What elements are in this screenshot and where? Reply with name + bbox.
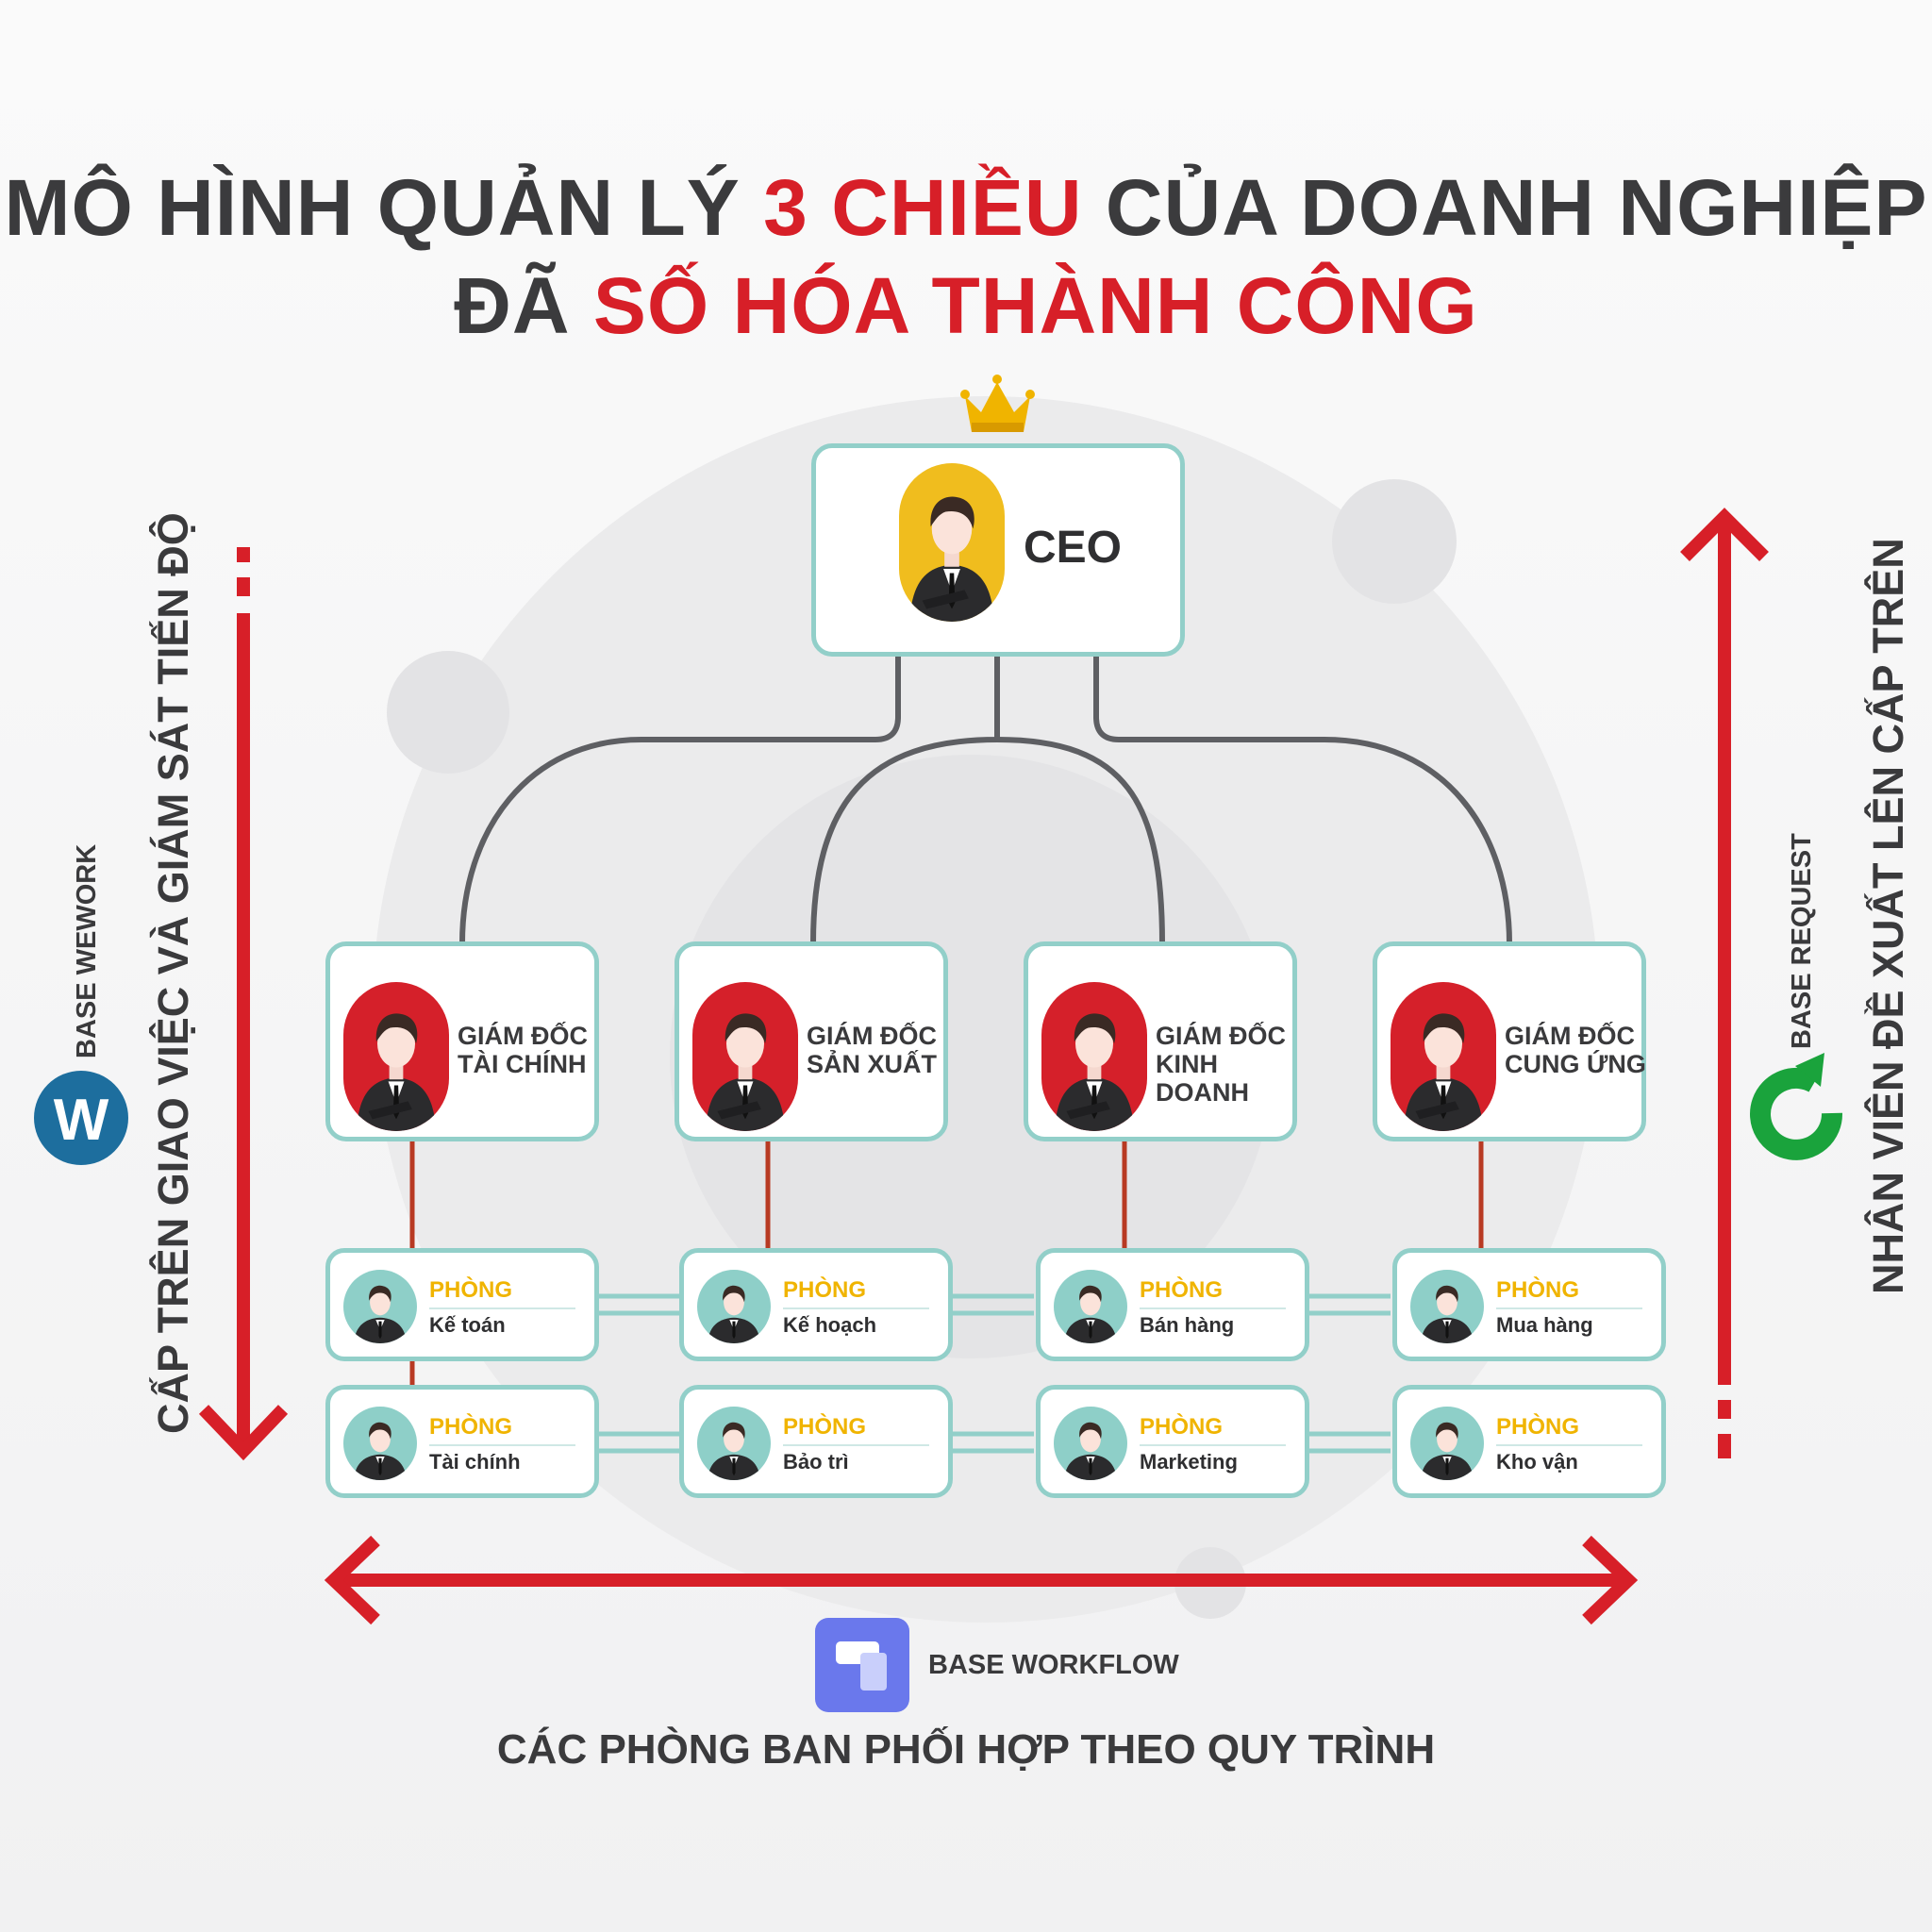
department-divider xyxy=(783,1444,929,1446)
department-divider xyxy=(783,1307,929,1309)
department-name: Tài chính xyxy=(429,1450,521,1474)
department-card-mua-hang[interactable]: PHÒNG Mua hàng xyxy=(1392,1248,1666,1361)
bottom-axis-brand: BASE WORKFLOW xyxy=(928,1650,1179,1680)
department-heading: PHÒNG xyxy=(429,1414,513,1440)
title-part1: MÔ HÌNH QUẢN LÝ xyxy=(4,163,764,252)
left-down-arrow xyxy=(198,547,289,1461)
left-axis-text: CẤP TRÊN GIAO VIỆC VÀ GIÁM SÁT TIẾN ĐỘ xyxy=(149,512,197,1434)
department-name: Bán hàng xyxy=(1140,1313,1235,1337)
staff-avatar xyxy=(1054,1270,1127,1343)
department-card-ban-hang[interactable]: PHÒNG Bán hàng xyxy=(1036,1248,1309,1361)
title-highlight2: SỐ HÓA THÀNH CÔNG xyxy=(592,261,1478,350)
department-divider xyxy=(429,1444,575,1446)
director-title: GIÁM ĐỐC xyxy=(1505,1022,1635,1050)
connector-ceo-sanxuat xyxy=(810,631,1000,946)
title-highlight1: 3 CHIỀU xyxy=(763,163,1083,252)
department-heading: PHÒNG xyxy=(429,1277,513,1303)
department-name: Kế hoạch xyxy=(783,1313,877,1337)
department-heading: PHÒNG xyxy=(1496,1414,1580,1440)
page-title-line1: MÔ HÌNH QUẢN LÝ 3 CHIỀU CỦA DOANH NGHIỆP xyxy=(0,162,1932,254)
title-part3: ĐÃ xyxy=(454,261,593,350)
director-label: GIÁM ĐỐC TÀI CHÍNH xyxy=(458,1022,599,1078)
staff-avatar xyxy=(697,1270,771,1343)
staff-avatar xyxy=(1054,1407,1127,1480)
department-name: Kho vận xyxy=(1496,1450,1578,1474)
department-heading: PHÒNG xyxy=(1140,1277,1224,1303)
director-dept: SẢN XUẤT xyxy=(807,1050,938,1078)
department-divider xyxy=(429,1307,575,1309)
department-card-ke-hoach[interactable]: PHÒNG Kế hoạch xyxy=(679,1248,953,1361)
director-avatar xyxy=(343,982,449,1131)
director-label: GIÁM ĐỐC SẢN XUẤT xyxy=(807,1022,948,1078)
director-avatar xyxy=(692,982,798,1131)
right-axis-brand: BASE REQUEST xyxy=(1787,833,1817,1049)
director-card-finance[interactable]: GIÁM ĐỐC TÀI CHÍNH xyxy=(325,941,599,1141)
director-card-production[interactable]: GIÁM ĐỐC SẢN XUẤT xyxy=(675,941,948,1141)
department-heading: PHÒNG xyxy=(1496,1277,1580,1303)
staff-avatar xyxy=(697,1407,771,1480)
department-name: Bảo trì xyxy=(783,1450,849,1474)
ceo-avatar xyxy=(899,463,1005,622)
director-card-supply[interactable]: GIÁM ĐỐC CUNG ỨNG xyxy=(1373,941,1646,1141)
bottom-double-arrow xyxy=(324,1535,1639,1625)
title-part2: CỦA DOANH NGHIỆP xyxy=(1082,163,1928,252)
department-card-ke-toan[interactable]: PHÒNG Kế toán xyxy=(325,1248,599,1361)
base-workflow-logo-icon xyxy=(815,1618,909,1712)
bottom-axis-text: CÁC PHÒNG BAN PHỐI HỢP THEO QUY TRÌNH xyxy=(496,1726,1436,1773)
left-axis-brand: BASE WEWORK xyxy=(72,843,102,1058)
director-label: GIÁM ĐỐC KINH DOANH xyxy=(1156,1022,1307,1107)
director-label: GIÁM ĐỐC CUNG ỨNG xyxy=(1505,1022,1646,1078)
ceo-card[interactable]: CEO xyxy=(811,443,1185,657)
department-divider xyxy=(1496,1444,1642,1446)
background-dot-1 xyxy=(387,651,509,774)
background-dot-2 xyxy=(1332,479,1457,604)
staff-avatar xyxy=(1410,1270,1484,1343)
base-wework-logo-icon: W xyxy=(34,1071,128,1165)
department-name: Kế toán xyxy=(429,1313,506,1337)
wework-logo-letter: W xyxy=(54,1088,109,1153)
right-up-arrow xyxy=(1680,508,1769,1458)
department-heading: PHÒNG xyxy=(783,1277,867,1303)
department-card-kho-van[interactable]: PHÒNG Kho vận xyxy=(1392,1385,1666,1498)
crown-icon xyxy=(960,375,1035,432)
department-card-tai-chinh[interactable]: PHÒNG Tài chính xyxy=(325,1385,599,1498)
department-divider xyxy=(1140,1444,1286,1446)
department-heading: PHÒNG xyxy=(1140,1414,1224,1440)
department-card-marketing[interactable]: PHÒNG Marketing xyxy=(1036,1385,1309,1498)
director-dept: CUNG ỨNG xyxy=(1505,1050,1646,1078)
director-dept: TÀI CHÍNH xyxy=(458,1050,587,1078)
director-avatar xyxy=(1041,982,1147,1131)
director-title: GIÁM ĐỐC xyxy=(807,1022,937,1050)
page-title-line2: ĐÃ SỐ HÓA THÀNH CÔNG xyxy=(0,260,1932,352)
connector-ceo-cungung xyxy=(1093,631,1512,946)
department-heading: PHÒNG xyxy=(783,1414,867,1440)
department-divider xyxy=(1140,1307,1286,1309)
department-card-bao-tri[interactable]: PHÒNG Bảo trì xyxy=(679,1385,953,1498)
director-avatar xyxy=(1391,982,1496,1131)
staff-avatar xyxy=(343,1407,417,1480)
department-name: Mua hàng xyxy=(1496,1313,1593,1337)
ceo-label: CEO xyxy=(1024,523,1123,573)
connector-ceo-taichinh xyxy=(459,631,901,946)
director-title: GIÁM ĐỐC xyxy=(1156,1022,1286,1050)
department-name: Marketing xyxy=(1140,1450,1238,1474)
director-card-sales[interactable]: GIÁM ĐỐC KINH DOANH xyxy=(1024,941,1297,1141)
department-divider xyxy=(1496,1307,1642,1309)
right-axis-text: NHÂN VIÊN ĐỀ XUẤT LÊN CẤP TRÊN xyxy=(1864,538,1912,1294)
director-dept: KINH DOANH xyxy=(1156,1050,1249,1107)
base-request-logo-icon xyxy=(1750,1053,1843,1160)
staff-avatar xyxy=(1410,1407,1484,1480)
director-title: GIÁM ĐỐC xyxy=(458,1022,588,1050)
staff-avatar xyxy=(343,1270,417,1343)
connector-ceo-kinhdoanh xyxy=(994,737,1165,946)
